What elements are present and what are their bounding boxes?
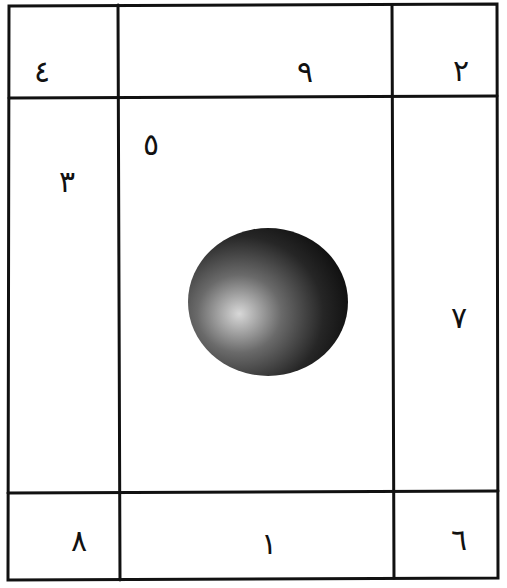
cell-number: ٢ <box>453 56 469 86</box>
grid-cell: ٤ <box>9 6 119 98</box>
grid-cell: ٨ <box>9 493 119 579</box>
grid-cell: ٢ <box>393 5 497 96</box>
grid-cell: ٩ <box>119 6 393 97</box>
cell-number: ٣ <box>59 167 75 197</box>
grid-cell: ١ <box>119 492 393 578</box>
grid-cell: ٥ <box>119 97 393 491</box>
cell-number: ٤ <box>34 57 50 87</box>
grid-cell: ٧ <box>393 96 497 491</box>
grid-lines <box>8 4 498 580</box>
grid-cell: ٦ <box>393 492 497 578</box>
cell-number: ٩ <box>297 57 313 87</box>
cell-number: ٨ <box>71 526 87 556</box>
ball <box>188 228 348 376</box>
cell-number: ١ <box>261 529 277 559</box>
grid-cell: ٣ <box>9 98 119 492</box>
cell-number: ٧ <box>451 303 467 333</box>
cell-number: ٦ <box>451 525 467 555</box>
cell-number: ٥ <box>143 130 159 160</box>
